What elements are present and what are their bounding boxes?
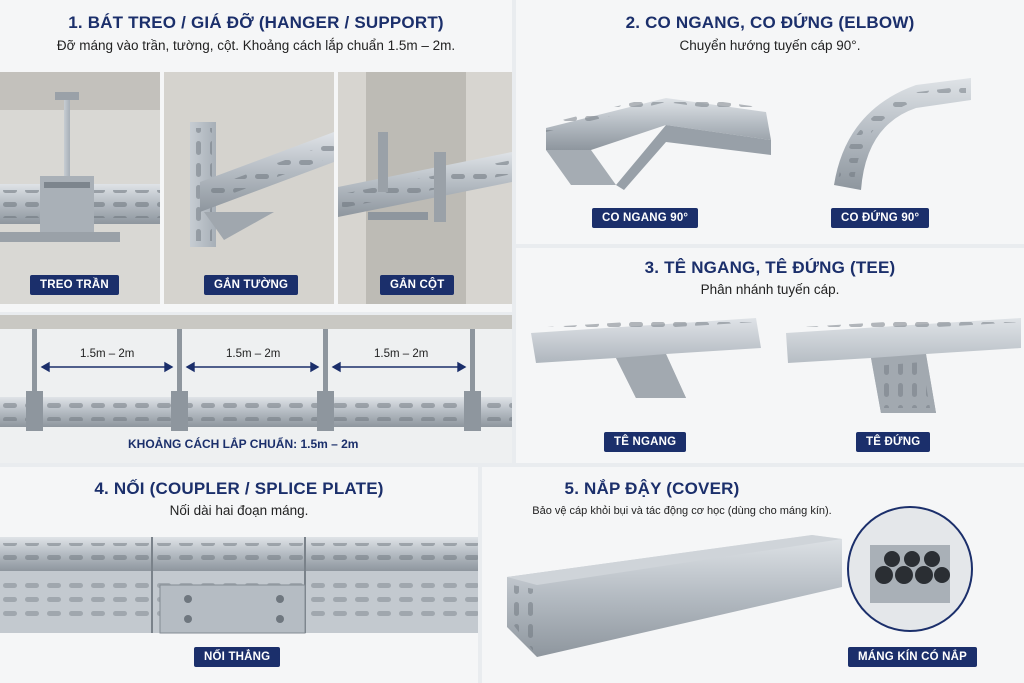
ceiling-badge: TREO TRẦN (30, 275, 119, 295)
covered-tray-shape (507, 535, 842, 657)
coupler-panel: 4. NỐI (COUPLER / SPLICE PLATE) Nối dài … (0, 467, 478, 683)
elbow-subtitle: Chuyển hướng tuyến cáp 90°. (679, 38, 861, 53)
vertical-tee-badge: TÊ ĐỨNG (856, 432, 931, 452)
tee-panel: 3. TÊ NGANG, TÊ ĐỨNG (TEE) Phân nhánh tu… (516, 248, 1024, 463)
spacing-panel: 1.5m – 2m 1.5m – 2m 1.5m – 2m KHOẢNG CÁC… (0, 315, 512, 463)
ceiling-hanger-photo: TREO TRẦN (0, 72, 160, 304)
elbow-title: 2. CO NGANG, CO ĐỨNG (ELBOW) (625, 13, 915, 32)
coupler-title: 4. NỐI (COUPLER / SPLICE PLATE) (94, 479, 384, 498)
coupler-subtitle: Nối dài hai đoạn máng. (169, 503, 309, 518)
wall-bracket-photo: GẮN TƯỜNG (164, 72, 334, 304)
spacing-note: KHOẢNG CÁCH LẮP CHUẨN: 1.5m – 2m (128, 437, 359, 451)
column-badge: GẮN CỘT (380, 275, 455, 295)
hanger-subtitle: Đỡ máng vào trần, tường, cột. Khoảng các… (56, 38, 456, 53)
tee-subtitle: Phân nhánh tuyến cáp. (700, 282, 840, 297)
vertical-elbow-badge: CO ĐỨNG 90° (831, 208, 930, 228)
hanger-title: 1. BÁT TREO / GIÁ ĐỠ (HANGER / SUPPORT) (68, 13, 444, 32)
elbow-panel: 2. CO NGANG, CO ĐỨNG (ELBOW) Chuyển hướn… (516, 0, 1024, 244)
spacing-label-1: 1.5m – 2m (80, 348, 135, 360)
cover-panel: 5. NẮP ĐẬY (COVER) Bảo vệ cáp khỏi bụi v… (482, 467, 1024, 683)
spacing-label-2: 1.5m – 2m (226, 348, 281, 360)
tee-title: 3. TÊ NGANG, TÊ ĐỨNG (TEE) (644, 258, 896, 277)
column-bracket-photo: GẮN CỘT (338, 72, 512, 304)
horizontal-tee-badge: TÊ NGANG (604, 432, 687, 452)
cover-badge: MÁNG KÍN CÓ NẮP (848, 647, 978, 667)
wall-badge: GẮN TƯỜNG (204, 275, 299, 295)
hanger-panel: 1. BÁT TREO / GIÁ ĐỠ (HANGER / SUPPORT) … (0, 0, 512, 312)
splice-plate (159, 584, 306, 634)
cover-title: 5. NẮP ĐẬY (COVER) (564, 479, 740, 498)
cover-subtitle: Bảo vệ cáp khỏi bụi và tác động cơ học (… (532, 505, 832, 517)
spacing-label-3: 1.5m – 2m (374, 348, 429, 360)
horizontal-elbow-badge: CO NGANG 90° (592, 208, 699, 228)
horizontal-elbow-shape (546, 98, 771, 150)
coupler-badge: NỐI THẲNG (194, 647, 281, 667)
